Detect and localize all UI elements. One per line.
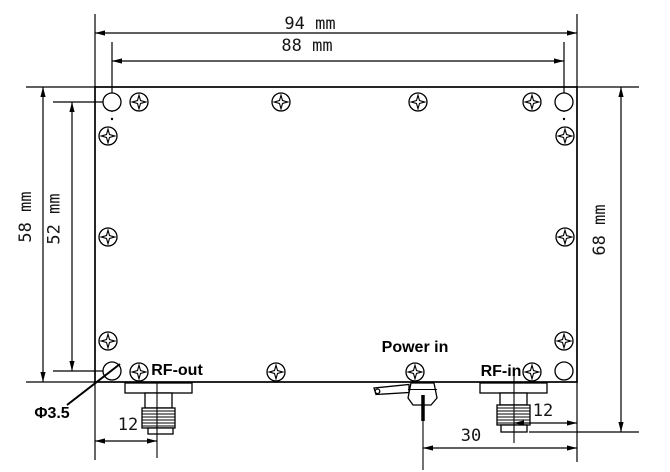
- phillips-screw-icon: [554, 331, 574, 351]
- hole-diameter-label: Φ3.5: [34, 405, 69, 422]
- phillips-screw-icon: [129, 92, 149, 112]
- leader-line: [66, 363, 121, 406]
- arrowhead-up: [618, 87, 624, 97]
- dimension-label-68mm: 68 mm: [590, 204, 610, 255]
- phillips-screw-icon: [555, 227, 575, 247]
- dimension-right-overall: 68 mm: [529, 86, 639, 433]
- arrowhead-right: [567, 445, 577, 451]
- mounting-hole-set: [102, 92, 574, 381]
- arrowhead-left: [112, 58, 122, 64]
- phillips-screw-icon: [266, 362, 286, 382]
- arrowhead-down: [40, 372, 46, 382]
- arrowhead-left: [95, 30, 105, 36]
- thread-lines: [142, 410, 175, 427]
- connector-neck: [144, 392, 173, 409]
- dimension-rf-in-offset: 12: [514, 382, 578, 462]
- dimension-label-12-left: 12: [118, 415, 138, 435]
- arrowhead-right: [554, 58, 564, 64]
- dimension-label-12-right: 12: [533, 401, 553, 421]
- dimension-label-58mm: 58 mm: [16, 191, 36, 242]
- power-in-label: Power in: [382, 339, 449, 356]
- arrowhead-right: [147, 438, 157, 444]
- connector-tip: [147, 427, 174, 435]
- dimension-top-holes: 88 mm: [111, 36, 565, 112]
- dimension-top-outer: 94 mm: [94, 14, 578, 87]
- phillips-screw-icon: [98, 227, 118, 247]
- arrowhead-right: [567, 420, 577, 426]
- dimension-label-88mm: 88 mm: [281, 36, 332, 56]
- lug-hole: [374, 388, 381, 395]
- phillips-screw-icon: [271, 92, 291, 112]
- power-in-connector: [373, 382, 438, 470]
- phillips-screw-icon: [405, 362, 425, 382]
- arrowhead-left: [423, 445, 433, 451]
- phillips-screw-icon: [522, 362, 542, 382]
- center-mark: [110, 117, 114, 121]
- hole-diameter-callout: Φ3.5: [34, 363, 121, 422]
- mounting-hole-icon: [554, 361, 574, 381]
- arrowhead-up: [69, 102, 75, 112]
- arrowhead-left: [514, 420, 524, 426]
- arrowhead-down: [69, 361, 75, 371]
- dimension-power-offset: 30: [423, 426, 577, 451]
- arrowhead-up: [40, 87, 46, 97]
- enclosure-outline: [94, 86, 578, 383]
- feedthrough-body: [407, 382, 438, 406]
- phillips-screw-icon: [98, 331, 118, 351]
- phillips-screw-icon: [522, 92, 542, 112]
- mounting-hole-icon: [554, 92, 574, 112]
- dimension-left-outer: 58 mm: [16, 86, 95, 383]
- dimension-rf-out-offset: 12: [94, 382, 157, 460]
- connector-flange: [124, 382, 193, 394]
- dimension-label-30: 30: [461, 426, 481, 446]
- arrowhead-down: [618, 422, 624, 432]
- rf-in-label: RF-in: [481, 363, 522, 380]
- arrowhead-left: [95, 438, 105, 444]
- phillips-screw-icon: [555, 126, 575, 146]
- rf-out-connector: [124, 382, 193, 458]
- dimension-label-52mm: 52 mm: [45, 193, 65, 244]
- phillips-screw-icon: [98, 126, 118, 146]
- rf-in-connector: [479, 376, 548, 443]
- center-mark: [562, 117, 566, 121]
- phillips-screw-icon: [129, 362, 149, 382]
- phillips-screw-icon: [408, 92, 428, 112]
- dimension-label-94mm: 94 mm: [284, 14, 335, 34]
- arrowhead-right: [567, 30, 577, 36]
- mounting-hole-icon: [102, 92, 122, 112]
- rf-out-label: RF-out: [151, 362, 203, 379]
- dimension-left-holes: 52 mm: [45, 101, 112, 372]
